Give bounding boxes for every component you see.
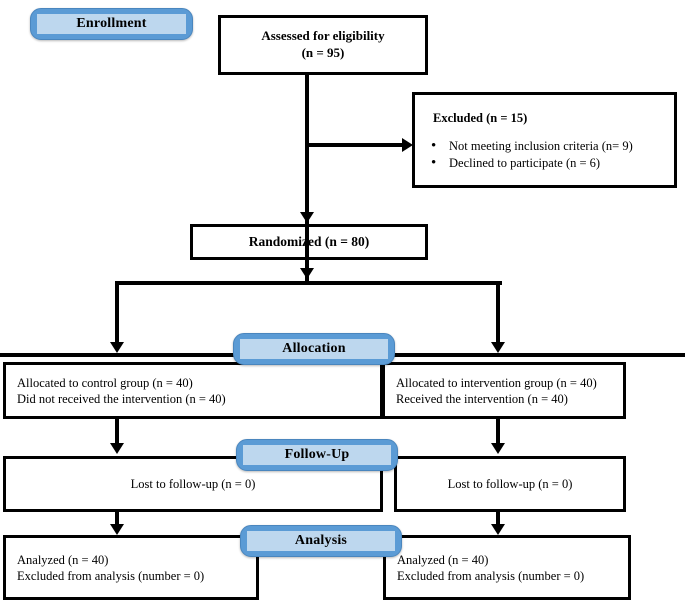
node-analysis-control: Analyzed (n = 40) Excluded from analysis… xyxy=(3,535,259,600)
stage-badge-allocation-label: Allocation xyxy=(240,339,388,359)
connector-alloc-control-to-followup xyxy=(115,419,119,447)
connector-split-left xyxy=(115,281,119,349)
assessed-line-1: Assessed for eligibility xyxy=(261,28,385,44)
arrow-to-excluded xyxy=(402,138,413,152)
stage-badge-analysis-label: Analysis xyxy=(247,531,395,551)
alloc-control-line-1: Allocated to control group (n = 40) xyxy=(17,375,193,390)
arrow-to-analysis-control xyxy=(110,524,124,535)
followup-intervention-line-1: Lost to follow-up (n = 0) xyxy=(447,477,573,491)
connector-followup-intervention-to-analysis xyxy=(496,512,500,529)
assessed-line-2: (n = 95) xyxy=(301,45,345,60)
arrow-randomized-split xyxy=(300,268,314,279)
node-allocated-intervention: Allocated to intervention group (n = 40)… xyxy=(382,362,626,419)
connector-assessed-trunk xyxy=(305,75,309,283)
analysis-control-line-1: Analyzed (n = 40) xyxy=(17,552,109,567)
connector-alloc-intervention-to-followup xyxy=(496,419,500,447)
node-excluded: Excluded (n = 15) Not meeting inclusion … xyxy=(412,92,677,188)
alloc-intervention-line-2: Received the intervention (n = 40) xyxy=(396,391,568,406)
connector-allocation-split xyxy=(115,281,502,285)
analysis-intervention-line-1: Analyzed (n = 40) xyxy=(397,552,489,567)
stage-badge-allocation: Allocation xyxy=(233,333,395,365)
analysis-intervention-line-2: Excluded from analysis (number = 0) xyxy=(397,568,585,583)
stage-badge-followup-label: Follow-Up xyxy=(243,445,391,465)
arrow-to-randomized xyxy=(300,212,314,223)
alloc-control-line-2: Did not received the intervention (n = 4… xyxy=(17,391,226,406)
excluded-title: Excluded (n = 15) xyxy=(433,111,528,125)
arrow-to-followup-intervention xyxy=(491,443,505,454)
stage-badge-enrollment-label: Enrollment xyxy=(37,14,186,34)
excluded-reason-list: Not meeting inclusion criteria (n= 9) De… xyxy=(419,137,633,173)
arrow-to-alloc-control xyxy=(110,342,124,353)
node-followup-intervention: Lost to follow-up (n = 0) xyxy=(394,456,626,512)
stage-badge-followup: Follow-Up xyxy=(236,439,398,471)
arrow-to-analysis-intervention xyxy=(491,524,505,535)
alloc-intervention-line-1: Allocated to intervention group (n = 40) xyxy=(396,375,597,390)
arrow-to-followup-control xyxy=(110,443,124,454)
connector-to-excluded xyxy=(305,143,405,147)
stage-badge-enrollment: Enrollment xyxy=(30,8,193,40)
connector-followup-control-to-analysis xyxy=(115,512,119,529)
connector-split-right xyxy=(496,281,500,349)
list-item: Not meeting inclusion criteria (n= 9) xyxy=(431,137,633,156)
allocation-row-rule-left xyxy=(0,353,240,357)
node-assessed-for-eligibility: Assessed for eligibility (n = 95) xyxy=(218,15,428,75)
followup-control-line-1: Lost to follow-up (n = 0) xyxy=(130,477,256,491)
node-analysis-intervention: Analyzed (n = 40) Excluded from analysis… xyxy=(383,535,631,600)
list-item: Declined to participate (n = 6) xyxy=(431,154,633,173)
node-randomized: Randomized (n = 80) xyxy=(190,224,428,260)
arrow-to-alloc-intervention xyxy=(491,342,505,353)
allocation-row-rule-right xyxy=(392,353,685,357)
stage-badge-analysis: Analysis xyxy=(240,525,402,557)
analysis-control-line-2: Excluded from analysis (number = 0) xyxy=(17,568,205,583)
node-allocated-control: Allocated to control group (n = 40) Did … xyxy=(3,362,383,419)
